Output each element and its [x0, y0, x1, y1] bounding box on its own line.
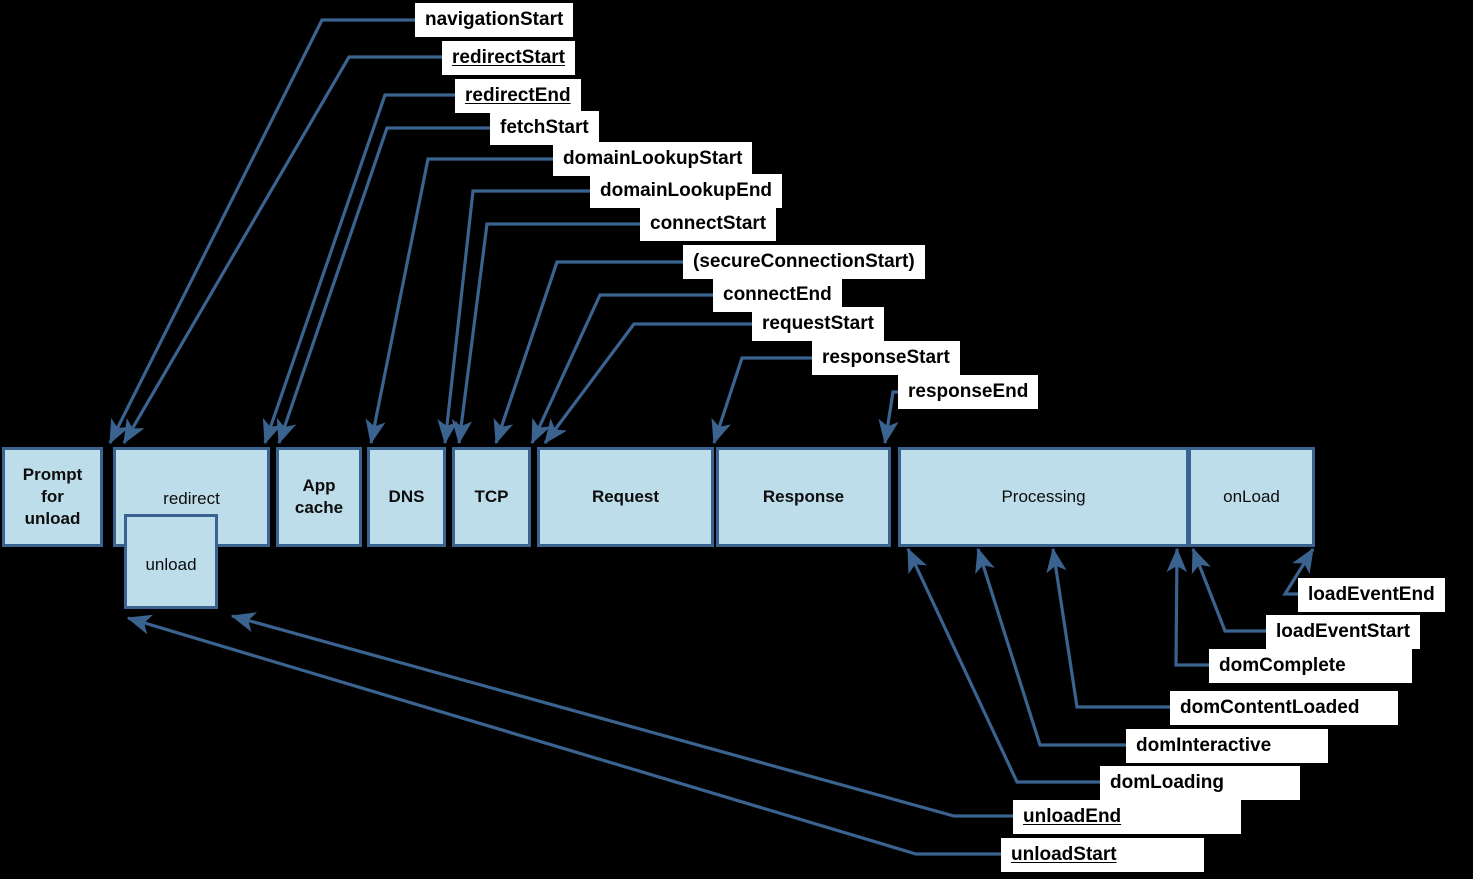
- phase-label-tcp: TCP: [474, 487, 509, 507]
- mark-chip-fetchStart: fetchStart: [490, 111, 599, 145]
- phase-request: Request: [537, 447, 714, 547]
- mark-chip-unloadStart: unloadStart: [1001, 838, 1204, 872]
- mark-chip-requestStart: requestStart: [752, 307, 884, 341]
- phase-label-prompt-for-unload: Prompt for unload: [22, 465, 83, 528]
- phase-tcp: TCP: [452, 447, 531, 547]
- mark-chip-redirectEnd: redirectEnd: [455, 79, 581, 113]
- mark-chip-domainLookupEnd: domainLookupEnd: [590, 174, 783, 208]
- phase-unload: unload: [124, 514, 218, 609]
- phase-response: Response: [716, 447, 891, 547]
- mark-chip-navigationStart: navigationStart: [415, 3, 574, 37]
- mark-chip-secureConnectionStart: (secureConnectionStart): [683, 245, 925, 279]
- mark-chip-domContentLoaded: domContentLoaded: [1170, 691, 1398, 725]
- mark-chip-domainLookupStart: domainLookupStart: [553, 142, 753, 176]
- mark-chip-loadEventStart: loadEventStart: [1266, 615, 1421, 649]
- phase-label-redirect: redirect: [163, 489, 220, 508]
- phase-label-processing: Processing: [1001, 487, 1086, 507]
- phase-label-request: Request: [591, 487, 660, 507]
- phase-dns: DNS: [367, 447, 446, 547]
- mark-chip-redirectStart: redirectStart: [442, 41, 575, 75]
- mark-chip-domComplete: domComplete: [1209, 649, 1412, 683]
- mark-chip-domInteractive: domInteractive: [1126, 729, 1328, 763]
- mark-chip-connectEnd: connectEnd: [713, 278, 842, 312]
- phase-prompt-for-unload: Prompt for unload: [2, 447, 103, 547]
- phase-onload: onLoad: [1188, 447, 1315, 547]
- phase-label-onload: onLoad: [1223, 487, 1280, 507]
- phase-label-unload: unload: [145, 555, 197, 574]
- mark-chip-loadEventEnd: loadEventEnd: [1298, 578, 1445, 612]
- phase-label-app-cache: App cache: [294, 476, 344, 517]
- mark-chip-responseEnd: responseEnd: [898, 375, 1039, 409]
- mark-chip-unloadEnd: unloadEnd: [1013, 800, 1241, 834]
- mark-chip-connectStart: connectStart: [640, 207, 777, 241]
- mark-chip-responseStart: responseStart: [812, 341, 960, 375]
- phase-processing: Processing: [898, 447, 1189, 547]
- phase-label-response: Response: [762, 487, 845, 507]
- mark-chip-domLoading: domLoading: [1100, 766, 1300, 800]
- phase-label-dns: DNS: [388, 487, 425, 507]
- phase-app-cache: App cache: [276, 447, 362, 547]
